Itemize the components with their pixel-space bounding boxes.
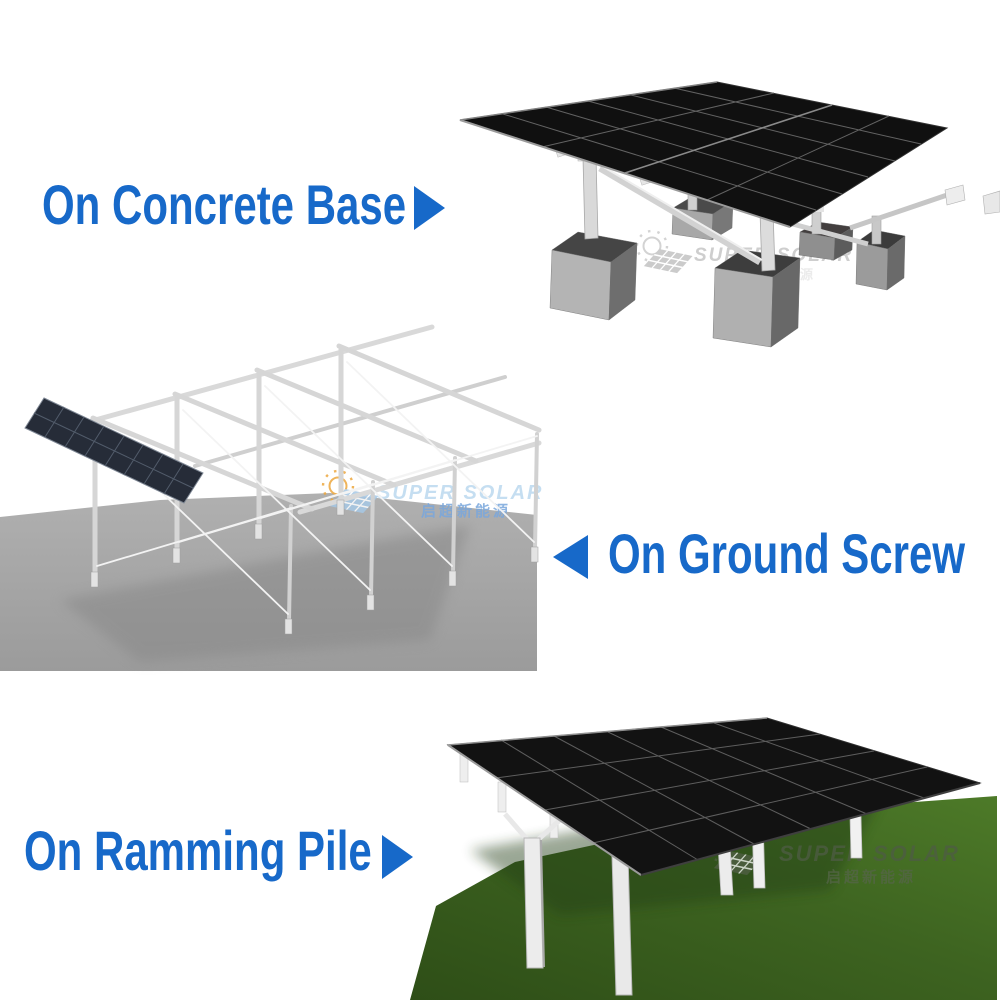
ramming-pile-label: On Ramming Pile (24, 819, 372, 882)
concrete-base-label: On Concrete Base (42, 173, 407, 236)
ground-screw-label: On Ground Screw (608, 522, 966, 585)
right-arrow-icon (382, 835, 413, 879)
watermark-brand-cn: 启超新能源 (421, 502, 511, 520)
watermark-brand: SUPER SOLAR (779, 841, 960, 866)
concrete-base-render: SUPER SOLAR 启超新能源 (459, 81, 1000, 348)
left-arrow-icon (553, 535, 588, 579)
solar-array (459, 81, 949, 228)
ground-screw-render: SUPER SOLAR 启超新能源 (0, 324, 543, 671)
solar-panel-icon (643, 248, 694, 274)
solar-panel-strip (24, 397, 204, 504)
ramming-pile-render: SUPER SOLAR 启超新能源 (410, 717, 997, 1000)
watermark-brand-cn: 启超新能源 (826, 868, 916, 886)
right-arrow-icon (414, 186, 445, 230)
concrete-blocks (549, 195, 906, 348)
super-solar-watermark: SUPER SOLAR 启超新能源 (321, 469, 543, 520)
ground-shadow (60, 525, 470, 662)
watermark-brand: SUPER SOLAR (377, 482, 543, 504)
mounting-frames (85, 324, 542, 635)
ground-screws (90, 499, 539, 635)
solar-array (446, 717, 982, 876)
super-solar-watermark: SUPER SOLAR 启超新能源 (705, 829, 960, 886)
